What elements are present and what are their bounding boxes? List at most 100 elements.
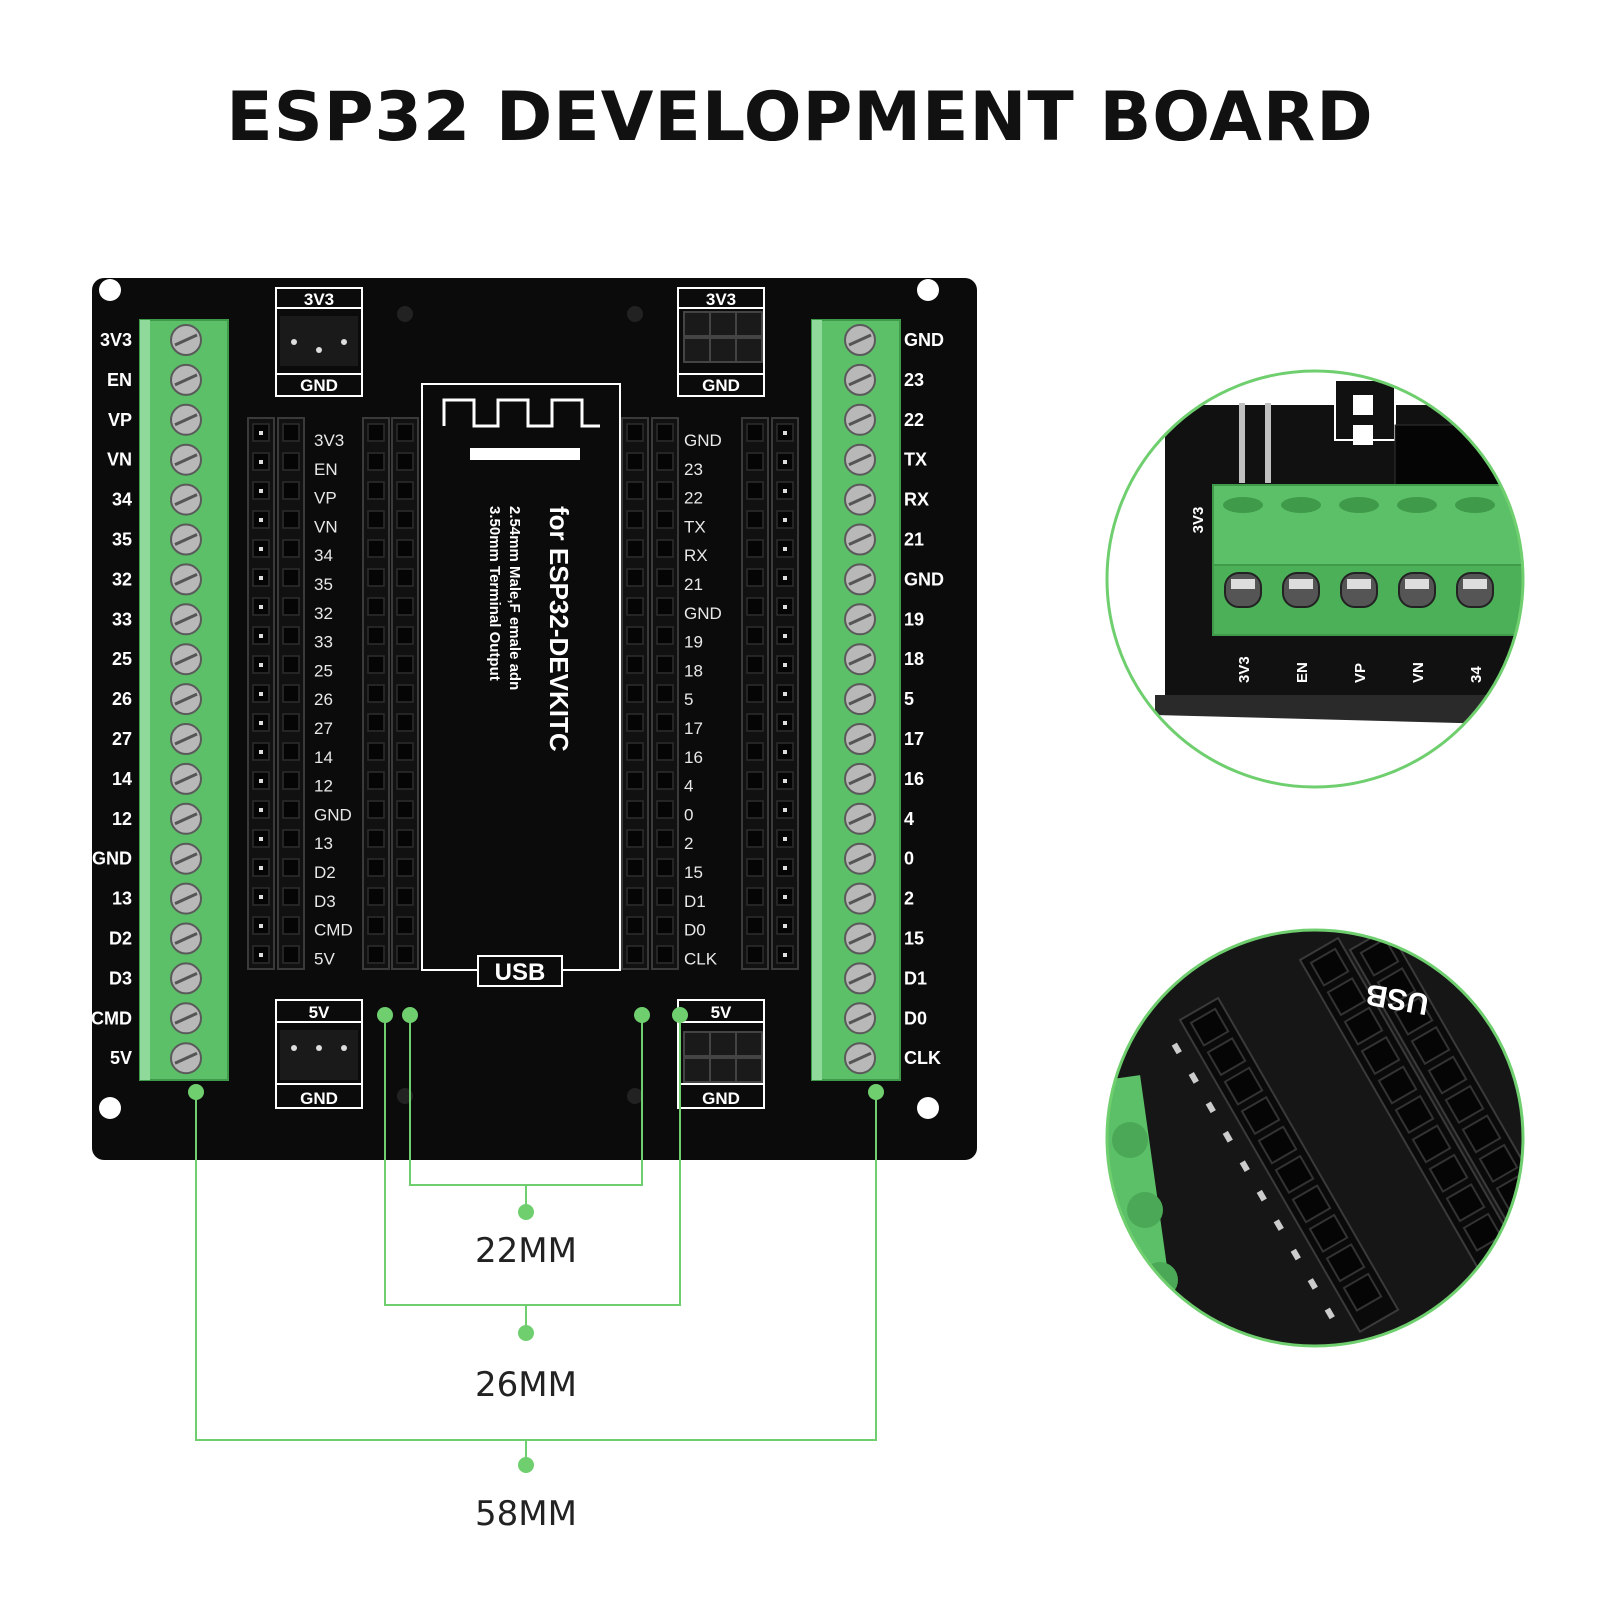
mounting-hole-top-left xyxy=(99,279,121,301)
inner-pin-label: D1 xyxy=(684,892,706,911)
inner-pin-label: 23 xyxy=(684,460,703,479)
inner-pin-label: 19 xyxy=(684,633,703,652)
header-bottom-left-bottom-label: GND xyxy=(300,1089,338,1108)
dimension-label-26mm: 26MM xyxy=(475,1365,577,1405)
zoom-screw xyxy=(1340,572,1378,608)
left-terminal-label: D2 xyxy=(109,929,132,949)
inner-pin-label: 16 xyxy=(684,748,703,767)
inner-pin-label: 26 xyxy=(314,690,333,709)
header-bottom-right-bottom-label: GND xyxy=(702,1089,740,1108)
header-bottom-right: 5V GND xyxy=(677,999,765,1109)
inner-pin-label: 21 xyxy=(684,575,703,594)
module-line-2: 3.50mm Terminal Output xyxy=(486,506,503,681)
inner-pin-label: GND xyxy=(314,805,352,824)
right-terminal-label: 2 xyxy=(904,889,914,909)
left-terminal-label: 14 xyxy=(112,769,132,789)
header-strip xyxy=(771,417,799,970)
left-terminal-label: VN xyxy=(107,450,132,470)
header-top-right-top-label: 3V3 xyxy=(706,290,736,309)
right-terminal-label: 23 xyxy=(904,370,924,390)
header-bottom-right-top-label: 5V xyxy=(711,1003,732,1022)
inner-pin-label: VN xyxy=(314,517,338,536)
right-terminal-label: 15 xyxy=(904,929,924,949)
zoom-pin-label: 34 xyxy=(1468,666,1485,683)
zoom-pin-label: VN xyxy=(1410,662,1427,683)
inner-pin-label: 27 xyxy=(314,719,333,738)
right-terminal-label: GND xyxy=(904,330,944,350)
inner-pin-label: D0 xyxy=(684,921,706,940)
inner-pin-label: RX xyxy=(684,546,708,565)
zoom-pin-label: 3V3 xyxy=(1236,656,1253,683)
antenna-trace xyxy=(442,398,600,428)
header-top-left: 3V3 GND xyxy=(275,287,363,397)
left-terminal-label: 32 xyxy=(112,569,132,589)
inner-pin-label: 22 xyxy=(684,489,703,508)
right-terminal-label: 18 xyxy=(904,649,924,669)
inner-pin-label: 0 xyxy=(684,805,693,824)
dimension-label-58mm: 58MM xyxy=(475,1494,577,1534)
inner-pin-label: 12 xyxy=(314,777,333,796)
right-terminal-label: RX xyxy=(904,490,929,510)
left-terminal-label: EN xyxy=(107,370,132,390)
inner-pin-label: 15 xyxy=(684,863,703,882)
inner-pin-label: 33 xyxy=(314,633,333,652)
inner-pin-label: D3 xyxy=(314,892,336,911)
left-terminal-label: D3 xyxy=(109,968,132,988)
header-top-left-top-label: 3V3 xyxy=(304,290,334,309)
zoom-screw xyxy=(1398,572,1436,608)
right-terminal-label: GND xyxy=(904,569,944,589)
inner-pin-label: 2 xyxy=(684,834,693,853)
inner-pin-label: 3V3 xyxy=(314,431,344,450)
zoom-screw xyxy=(1282,572,1320,608)
inner-pin-label: GND xyxy=(684,431,722,450)
header-strip xyxy=(362,417,390,970)
inner-pin-label: 4 xyxy=(684,777,693,796)
header-top-right: 3V3 GND xyxy=(677,287,765,397)
left-terminal-label: 33 xyxy=(112,609,132,629)
right-terminal-label: 16 xyxy=(904,769,924,789)
right-terminal-label: D1 xyxy=(904,968,927,988)
dimension-dot xyxy=(518,1204,534,1220)
inner-pin-label: D2 xyxy=(314,863,336,882)
inner-pin-label: 13 xyxy=(314,834,333,853)
left-terminal-label: 27 xyxy=(112,729,132,749)
header-strip xyxy=(651,417,679,970)
inner-left-pin-labels: 3V3ENVPVN343532332526271412GND13D2D3CMD5… xyxy=(314,431,353,968)
right-terminal-label: 4 xyxy=(904,809,914,829)
header-strip xyxy=(741,417,769,970)
header-strip xyxy=(621,417,649,970)
left-terminal-label: 13 xyxy=(112,889,132,909)
header-top-left-bottom-label: GND xyxy=(300,376,338,395)
left-terminal-label: CMD xyxy=(92,1008,132,1028)
left-terminal-label: 3V3 xyxy=(100,330,132,350)
board-drawing: 3V3ENVPVN343532332526271412GND13D2D3CMD5… xyxy=(91,279,944,1119)
zoom-screw xyxy=(1224,572,1262,608)
left-terminal-label: 5V xyxy=(110,1048,132,1068)
mounting-hole-top-right xyxy=(917,279,939,301)
usb-label: USB xyxy=(495,959,546,986)
left-terminal-label: VP xyxy=(108,410,132,430)
inner-pin-label: 35 xyxy=(314,575,333,594)
right-terminal-label: CLK xyxy=(904,1048,941,1068)
module-line-1: 2.54mm Male,F emale adn xyxy=(506,506,523,690)
header-top-right-bottom-label: GND xyxy=(702,376,740,395)
dimension-dot xyxy=(518,1325,534,1341)
inner-pin-label: 14 xyxy=(314,748,333,767)
inner-pin-label: 17 xyxy=(684,719,703,738)
right-terminal-label: 17 xyxy=(904,729,924,749)
inner-pin-label: EN xyxy=(314,460,338,479)
left-terminal-label: 12 xyxy=(112,809,132,829)
right-terminal-label: 21 xyxy=(904,530,924,550)
right-terminal-label: 19 xyxy=(904,609,924,629)
zoom-pin-label: EN xyxy=(1294,662,1311,683)
right-terminal-label: TX xyxy=(904,450,927,470)
right-terminal-label: 5 xyxy=(904,689,914,709)
left-terminal-label: 34 xyxy=(112,490,132,510)
header-bottom-left-top-label: 5V xyxy=(309,1003,330,1022)
page-title: ESP32 DEVELOPMENT BOARD xyxy=(226,78,1374,157)
mounting-hole-bottom-right xyxy=(917,1097,939,1119)
zoom-header-strip xyxy=(1171,996,1400,1334)
inner-pin-label: GND xyxy=(684,604,722,623)
header-strip xyxy=(277,417,305,970)
